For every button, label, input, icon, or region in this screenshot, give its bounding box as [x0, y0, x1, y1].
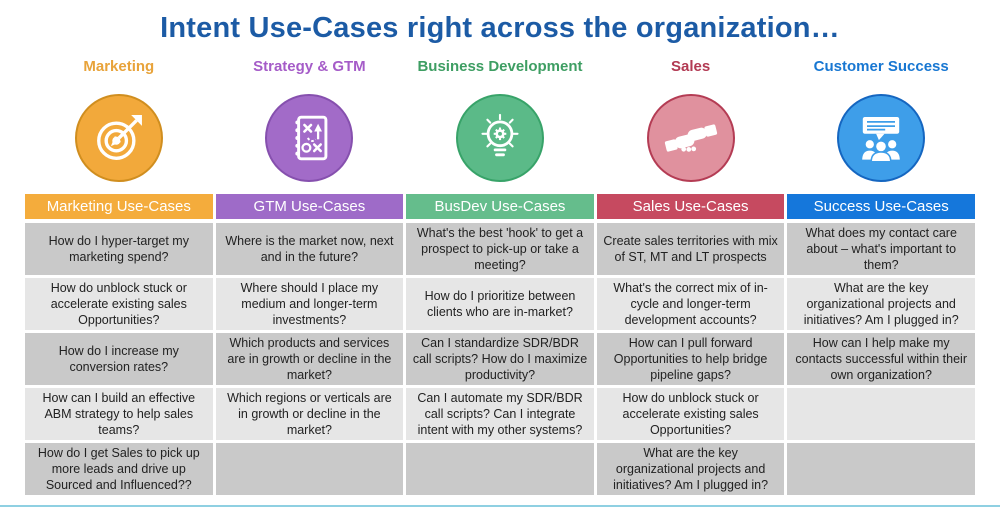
usecase-header-gtm: GTM Use-Cases — [215, 194, 404, 219]
usecase-cell: What's the best 'hook' to get a prospect… — [406, 223, 594, 275]
usecase-header-sales: Sales Use-Cases — [596, 194, 785, 219]
gtm-circle — [265, 94, 354, 182]
usecase-cell: Where should I place my medium and longe… — [215, 278, 404, 330]
usecase-cell: What does my contact care about – what's… — [787, 223, 975, 275]
usecase-grid: Marketing Marketing Use-Cases — [25, 58, 975, 498]
sales-circle — [646, 94, 735, 182]
usecase-cell — [406, 443, 594, 495]
usecase-cell — [215, 443, 404, 495]
usecase-cell: How can I pull forward Opportunities to … — [596, 333, 785, 385]
column-strategy-gtm: Strategy & GTM — [215, 58, 404, 498]
usecase-cell: What's the correct mix of in-cycle and l… — [596, 278, 785, 330]
usecase-cell: Which products and services are in growt… — [215, 333, 404, 385]
usecase-cell: Which regions or verticals are in growth… — [215, 388, 404, 440]
usecase-cell: How do unblock stuck or accelerate exist… — [596, 388, 785, 440]
usecase-cell — [787, 443, 975, 495]
category-label-business-development: Business Development — [417, 58, 583, 75]
usecase-cell: How can I build an effective ABM strateg… — [25, 388, 213, 440]
category-label-customer-success: Customer Success — [813, 58, 949, 75]
busdev-icon-wrap — [406, 82, 594, 194]
usecase-cell: How do I get Sales to pick up more leads… — [25, 443, 213, 495]
usecase-cell: Can I standardize SDR/BDR call scripts? … — [406, 333, 594, 385]
usecase-header-success: Success Use-Cases — [787, 194, 975, 219]
usecase-cell: What are the key organizational projects… — [596, 443, 785, 495]
audience-presentation-icon — [860, 117, 902, 163]
sales-icon-wrap — [597, 82, 785, 194]
usecase-cell: How do unblock stuck or accelerate exist… — [25, 278, 213, 330]
strategy-playbook-icon — [295, 115, 328, 161]
usecase-cell: Where is the market now, next and in the… — [215, 223, 404, 275]
target-icon — [96, 115, 142, 160]
usecase-cell: How do I hyper-target my marketing spend… — [25, 223, 213, 275]
success-circle — [837, 94, 926, 182]
idea-bulb-gear-icon — [481, 113, 519, 157]
column-customer-success: Customer Success — [787, 58, 975, 498]
usecase-cell — [787, 388, 975, 440]
success-icon-wrap — [787, 82, 975, 194]
usecase-cell: Can I automate my SDR/BDR call scripts? … — [406, 388, 594, 440]
usecase-cell: Create sales territories with mix of ST,… — [596, 223, 785, 275]
marketing-icon-wrap — [25, 82, 213, 194]
usecase-cell: How do I prioritize between clients who … — [406, 278, 594, 330]
column-business-development: Business Development — [406, 58, 594, 498]
usecase-header-marketing: Marketing Use-Cases — [25, 194, 213, 219]
footer-divider — [0, 505, 1000, 507]
busdev-circle — [455, 94, 544, 182]
page-title: Intent Use-Cases right across the organi… — [160, 12, 840, 44]
usecase-cell: How do I increase my conversion rates? — [25, 333, 213, 385]
column-marketing: Marketing Marketing Use-Cases — [25, 58, 213, 498]
category-label-sales: Sales — [670, 58, 711, 75]
gtm-icon-wrap — [216, 82, 404, 194]
marketing-circle — [74, 94, 163, 182]
column-sales: Sales Sal — [596, 58, 785, 498]
handshake-icon — [664, 124, 717, 152]
usecase-header-busdev: BusDev Use-Cases — [406, 194, 594, 219]
category-label-marketing: Marketing — [83, 58, 155, 75]
usecase-cell: How can I help make my contacts successf… — [787, 333, 975, 385]
category-label-strategy-gtm: Strategy & GTM — [253, 58, 366, 75]
usecase-cell: What are the key organizational projects… — [787, 278, 975, 330]
